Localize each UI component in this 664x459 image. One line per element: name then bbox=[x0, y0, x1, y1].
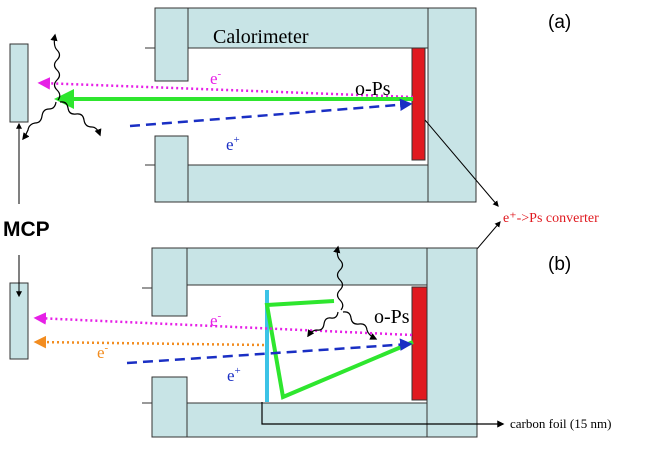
positron-label-b: e+ bbox=[227, 365, 241, 385]
gamma-photons-a bbox=[22, 33, 102, 141]
electron-beam-b-secondary bbox=[33, 335, 265, 349]
electron-beam-b bbox=[33, 312, 413, 337]
carbon-foil-pointer bbox=[261, 402, 505, 428]
panel-b: (b) o-Ps e- e- e+ carbon foil (15 nm) bbox=[33, 245, 611, 438]
positron-beam-a bbox=[129, 98, 413, 128]
carbon-foil-label: carbon foil (15 nm) bbox=[510, 416, 611, 431]
ops-label-a: o-Ps bbox=[355, 78, 391, 100]
mcp-label: MCP bbox=[3, 218, 50, 241]
electron-label-b: e- bbox=[210, 310, 222, 330]
converter-target-a bbox=[411, 47, 426, 161]
panel-b-tag: (b) bbox=[548, 254, 571, 275]
electron-beam-a bbox=[37, 77, 414, 99]
mcp-detector-top bbox=[9, 43, 29, 123]
converter-label: e⁺->Ps converter bbox=[503, 211, 599, 226]
photon-path-b bbox=[264, 299, 414, 400]
gamma-photons-b bbox=[307, 245, 378, 340]
panel-a: Calorimeter (a) o-Ps e- e+ bbox=[22, 7, 571, 203]
ops-label-b: o-Ps bbox=[374, 306, 410, 328]
electron-label-a: e- bbox=[210, 68, 222, 88]
calorimeter-label: Calorimeter bbox=[213, 26, 309, 48]
panel-a-tag: (a) bbox=[548, 12, 571, 33]
converter-pointer-a bbox=[424, 119, 499, 207]
electron-label-b-secondary: e- bbox=[97, 342, 109, 362]
converter-target-b bbox=[411, 286, 428, 401]
calorimeter-housing-b bbox=[151, 247, 478, 438]
calorimeter-housing-a bbox=[154, 7, 477, 203]
positron-label-a: e+ bbox=[226, 134, 240, 154]
